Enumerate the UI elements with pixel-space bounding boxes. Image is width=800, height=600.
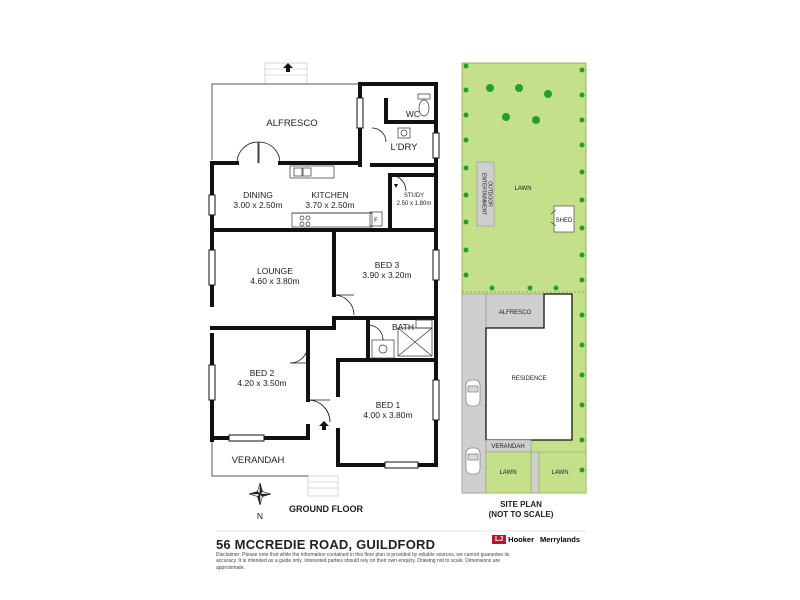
outdoor-entertainment-label-1: OUTDOOR xyxy=(487,181,493,207)
compass-north-label: N xyxy=(257,511,263,521)
bath-label: BATH xyxy=(392,322,414,332)
shed-building xyxy=(553,205,575,233)
property-address: 56 MCCREDIE ROAD, GUILDFORD xyxy=(216,537,436,552)
site-plan: LAWN OUTDOOR ENTERTAINMENT SHED ALFRESCO… xyxy=(461,62,587,519)
agency-logo-mark: LJ xyxy=(492,534,507,544)
site-lawn-top-label: LAWN xyxy=(514,186,531,192)
site-plan-subtitle: (NOT TO SCALE) xyxy=(489,510,554,519)
disclaimer-text: Disclaimer: Please note that while the i… xyxy=(216,552,510,571)
bed2-size: 4.20 x 3.50m xyxy=(237,378,286,388)
site-verandah-label: VERANDAH xyxy=(491,444,524,450)
study-size: 2.50 x 1.80m xyxy=(397,201,432,207)
outdoor-entertainment-area xyxy=(476,161,495,227)
verandah-label: VERANDAH xyxy=(232,455,285,466)
laundry-label: L'DRY xyxy=(391,142,419,153)
car-icon xyxy=(465,379,481,475)
shed-label: SHED xyxy=(556,218,573,224)
bed2-label: BED 2 xyxy=(250,368,275,378)
agency-office: Merrylands xyxy=(540,534,581,544)
kitchen-size: 3.70 x 2.50m xyxy=(305,200,354,210)
wc-label: WC xyxy=(406,109,420,119)
site-alfresco-area xyxy=(485,293,545,329)
compass-icon xyxy=(248,482,272,506)
dining-label: DINING xyxy=(243,190,273,200)
tree-icons xyxy=(463,63,585,473)
lounge-size: 4.60 x 3.80m xyxy=(250,276,299,286)
floor-plan: ALFRESCO WC L'DRY DINING 3.00 x 2.50m KI… xyxy=(208,62,440,521)
site-lawn-left-label: LAWN xyxy=(499,470,516,476)
site-plan-title: SITE PLAN xyxy=(500,500,542,509)
study-label: STUDY xyxy=(404,193,424,199)
lounge-label: LOUNGE xyxy=(257,266,293,276)
bed3-label: BED 3 xyxy=(375,260,400,270)
alfresco-label: ALFRESCO xyxy=(266,118,317,129)
bed1-label: BED 1 xyxy=(376,400,401,410)
agency-logo: LJ Hooker Merrylands xyxy=(492,532,580,546)
bed1-size: 4.00 x 3.80m xyxy=(363,410,412,420)
dining-size: 3.00 x 2.50m xyxy=(233,200,282,210)
fridge-label: F xyxy=(374,218,378,224)
outdoor-entertainment-label-2: ENTERTAINMENT xyxy=(481,173,487,215)
agency-brand: Hooker xyxy=(508,534,535,544)
site-lawn-right-label: LAWN xyxy=(551,470,568,476)
bed3-size: 3.90 x 3.20m xyxy=(362,270,411,280)
residence-label: RESIDENCE xyxy=(511,376,546,382)
site-alfresco-label: ALFRESCO xyxy=(499,310,532,316)
kitchen-label: KITCHEN xyxy=(311,190,348,200)
ground-floor-title: GROUND FLOOR xyxy=(289,504,363,514)
